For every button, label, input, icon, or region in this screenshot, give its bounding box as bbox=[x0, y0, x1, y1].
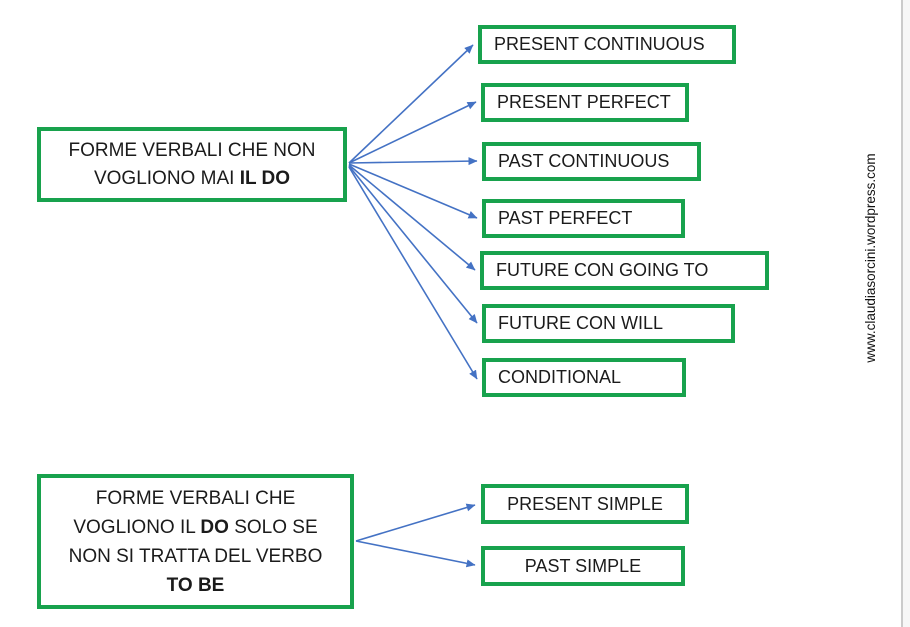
source-box-do-line4: TO BE bbox=[166, 574, 225, 596]
watermark-url: www.claudiasorcini.wordpress.com bbox=[863, 153, 878, 363]
source-box-no-do-line2: VOGLIONO MAI IL DO bbox=[93, 167, 291, 189]
page-edge-divider bbox=[901, 0, 910, 627]
box-conditional-label: CONDITIONAL bbox=[498, 367, 622, 387]
box-present-perfect: PRESENT PERFECT bbox=[481, 83, 689, 122]
box-past-continuous-label: PAST CONTINUOUS bbox=[498, 151, 670, 171]
box-present-perfect-label: PRESENT PERFECT bbox=[497, 92, 671, 112]
box-present-simple: PRESENT SIMPLE bbox=[481, 484, 689, 524]
box-present-continuous: PRESENT CONTINUOUS bbox=[478, 25, 736, 64]
box-past-continuous: PAST CONTINUOUS bbox=[482, 142, 701, 181]
box-past-simple-label: PAST SIMPLE bbox=[524, 555, 642, 576]
arrow-group1-future-going-to bbox=[348, 164, 476, 271]
arrow-group1-conditional bbox=[348, 166, 478, 380]
box-past-perfect: PAST PERFECT bbox=[482, 199, 685, 238]
arrow-group1-past-perfect bbox=[348, 163, 478, 219]
source-box-no-do: FORME VERBALI CHE NON VOGLIONO MAI IL DO bbox=[37, 127, 347, 202]
source-box-do-line1: FORME VERBALI CHE bbox=[95, 487, 296, 509]
box-present-simple-label: PRESENT SIMPLE bbox=[507, 493, 663, 514]
source-box-no-do-line1: FORME VERBALI CHE NON bbox=[68, 139, 316, 161]
box-future-con-will: FUTURE CON WILL bbox=[482, 304, 735, 343]
box-past-perfect-label: PAST PERFECT bbox=[498, 208, 633, 228]
source-box-do-line3: NON SI TRATTA DEL VERBO bbox=[68, 545, 323, 567]
box-present-continuous-label: PRESENT CONTINUOUS bbox=[494, 34, 705, 54]
box-future-con-will-label: FUTURE CON WILL bbox=[498, 313, 664, 333]
arrow-group1-past-continuous bbox=[348, 157, 478, 166]
box-past-simple: PAST SIMPLE bbox=[481, 546, 685, 586]
source-box-do-line2: VOGLIONO IL DO SOLO SE bbox=[73, 516, 318, 538]
box-future-con-going-to: FUTURE CON GOING TO bbox=[480, 251, 769, 290]
arrow-group1-present-continuous bbox=[348, 44, 474, 164]
arrow-group2-past-simple bbox=[355, 540, 476, 568]
box-future-con-going-to-label: FUTURE CON GOING TO bbox=[496, 260, 709, 280]
source-box-do-unless-to-be: FORME VERBALI CHE VOGLIONO IL DO SOLO SE… bbox=[37, 474, 354, 609]
arrow-group1-future-will bbox=[348, 165, 478, 324]
arrow-group2-present-simple bbox=[355, 503, 476, 542]
arrow-group1-present-perfect bbox=[348, 101, 477, 164]
box-conditional: CONDITIONAL bbox=[482, 358, 686, 397]
